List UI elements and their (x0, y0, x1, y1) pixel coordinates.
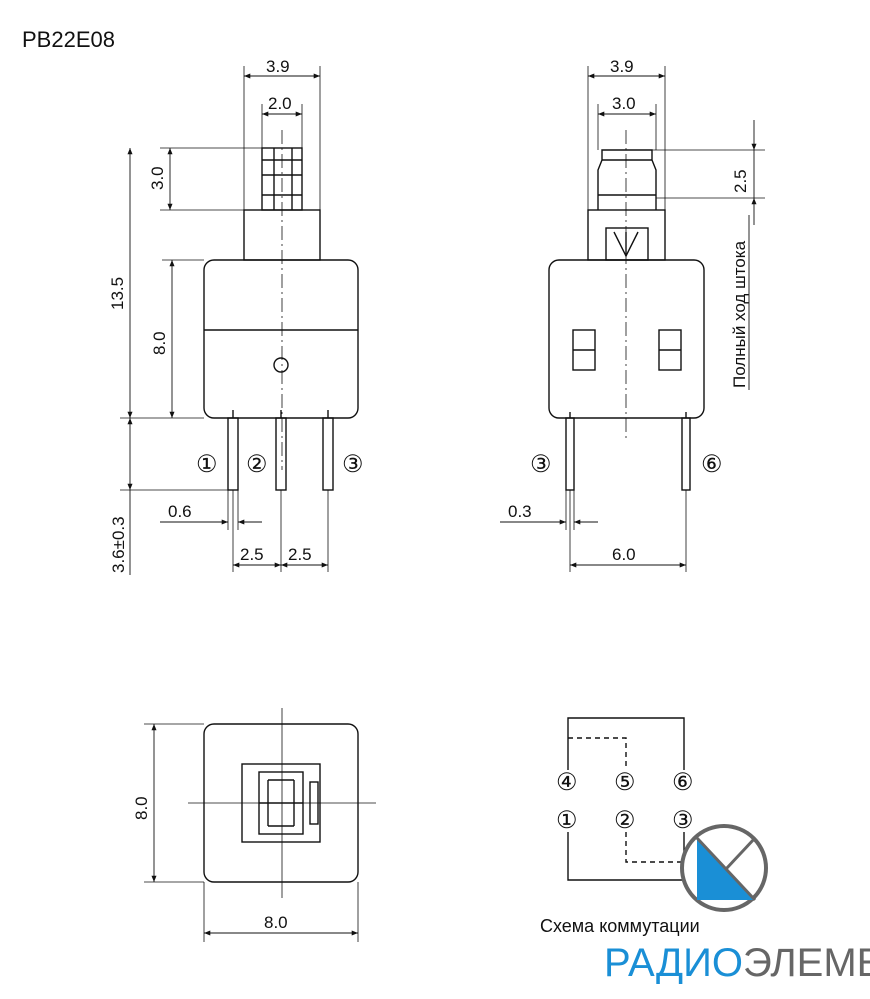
front-pin-3-label: ③ (342, 451, 364, 478)
front-width-top-label: 3.9 (266, 57, 290, 76)
top-width-label: 8.0 (264, 913, 288, 932)
brand-name: РАДИОЭЛЕМЕНТ (604, 941, 870, 985)
side-pin-6-label: ⑥ (701, 451, 723, 478)
front-stem-height-label: 3.0 (148, 166, 167, 190)
side-pin-3-label: ③ (530, 451, 552, 478)
side-pin-3 (565, 417, 575, 491)
front-body (203, 259, 359, 419)
front-stem-width-label: 2.0 (268, 94, 292, 113)
part-title: PB22E08 (22, 27, 115, 52)
switching-schematic (567, 717, 685, 881)
schematic-pin-1: ① (556, 807, 578, 834)
side-pin-width-label: 0.3 (508, 502, 532, 521)
front-pin-1 (227, 417, 239, 491)
schematic-pin-5: ⑤ (614, 769, 636, 796)
top-height-label: 8.0 (132, 796, 151, 820)
side-view (500, 66, 765, 572)
side-pin-6 (681, 417, 691, 491)
brand-logo-icon (680, 824, 768, 912)
schematic-pin-4: ④ (556, 769, 578, 796)
side-pin-spacing-label: 6.0 (612, 545, 636, 564)
schematic-pin-3: ③ (672, 807, 694, 834)
side-travel-label: Полный ход штока (730, 240, 749, 388)
side-cap-width-label: 3.0 (612, 94, 636, 113)
front-body-height-label: 8.0 (150, 331, 169, 355)
side-width-top-label: 3.9 (610, 57, 634, 76)
side-cap (597, 149, 657, 210)
brand-part-2: ЭЛЕМЕНТ (743, 941, 870, 985)
front-center-mark (273, 357, 289, 373)
front-total-height-label: 13.5 (108, 277, 127, 310)
front-pin-width-label: 0.6 (168, 502, 192, 521)
front-pin-length-label: 3.6±0.3 (109, 516, 128, 573)
side-stroke-label: 2.5 (731, 169, 750, 193)
schematic-caption: Схема коммутации (540, 916, 700, 936)
front-pin-2 (275, 417, 287, 491)
front-view (120, 66, 359, 575)
front-pin-1-label: ① (196, 451, 218, 478)
front-pitch-left-label: 2.5 (240, 545, 264, 564)
front-pin-2-label: ② (246, 451, 268, 478)
schematic-pin-2: ② (614, 807, 636, 834)
front-pitch-right-label: 2.5 (288, 545, 312, 564)
brand-part-1: РАДИО (604, 941, 743, 985)
front-pin-3 (322, 417, 334, 491)
top-view (144, 708, 376, 942)
schematic-pin-6: ⑥ (672, 769, 694, 796)
